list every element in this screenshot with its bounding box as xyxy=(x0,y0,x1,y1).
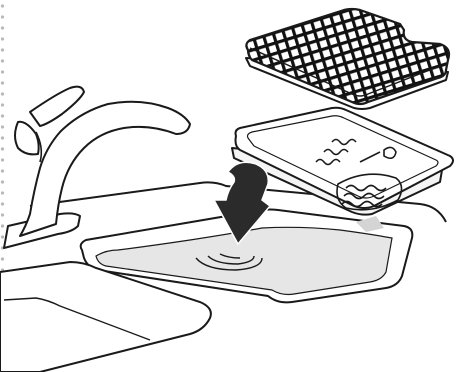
margin-dot xyxy=(1,158,4,161)
margin-dot xyxy=(1,224,4,227)
margin-dot xyxy=(1,180,4,183)
margin-dot xyxy=(1,257,4,260)
margin-dot xyxy=(1,26,4,29)
margin-dot xyxy=(1,202,4,205)
margin-dot xyxy=(1,114,4,117)
drip-tray-icon xyxy=(232,108,453,215)
margin-dot xyxy=(1,213,4,216)
margin-dot xyxy=(1,235,4,238)
margin-dot xyxy=(1,169,4,172)
margin-dot xyxy=(1,70,4,73)
faucet-icon xyxy=(4,87,190,248)
margin-dot xyxy=(1,92,4,95)
margin-dot xyxy=(1,4,4,7)
margin-dot xyxy=(1,191,4,194)
margin-dot xyxy=(1,59,4,62)
margin-dot xyxy=(1,125,4,128)
margin-dot xyxy=(1,15,4,18)
margin-dot xyxy=(1,147,4,150)
margin-dot xyxy=(1,37,4,40)
margin-dot xyxy=(1,48,4,51)
grate-icon xyxy=(246,9,449,109)
margin-dot xyxy=(1,81,4,84)
margin-dot xyxy=(1,136,4,139)
margin-dot xyxy=(1,103,4,106)
